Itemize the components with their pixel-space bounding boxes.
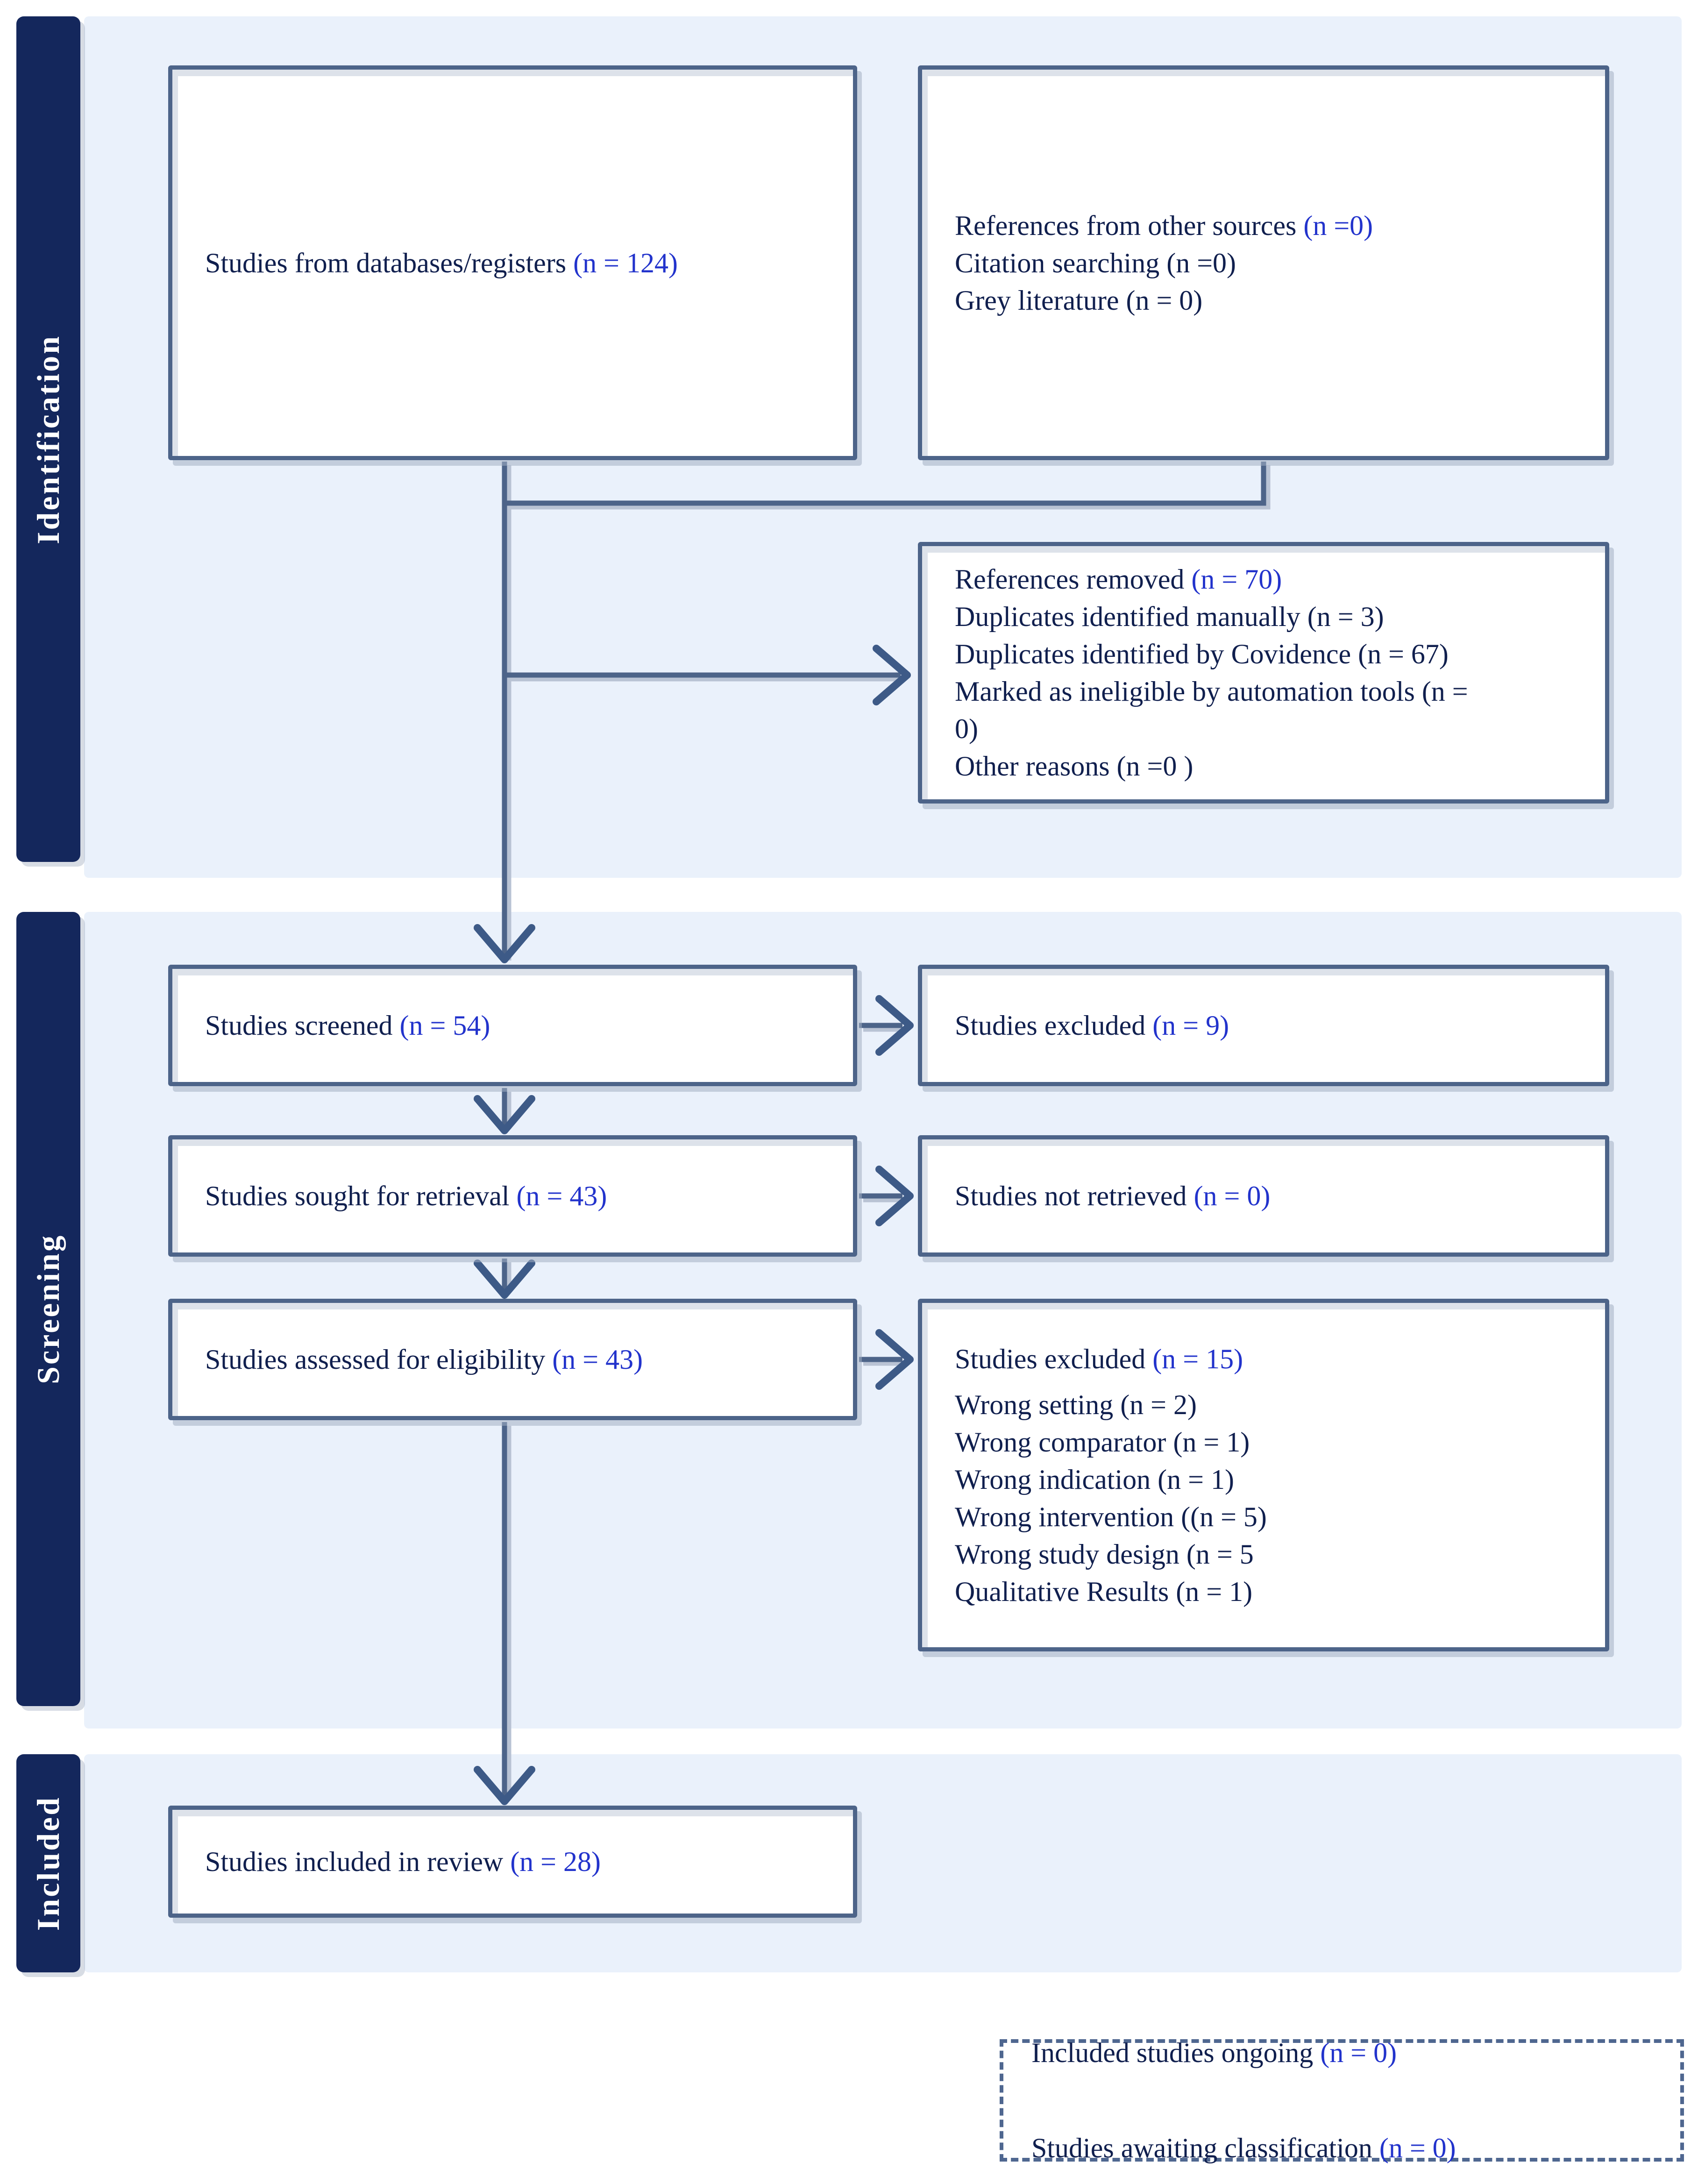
box-label: Studies sought for retrieval (205, 1181, 517, 1211)
flow-box-references-removed: References removed (n = 70) Duplicates i… (918, 542, 1609, 804)
flow-box-studies-assessed: Studies assessed for eligibility (n = 43… (168, 1299, 857, 1420)
box-count: (n = 124) (573, 247, 678, 278)
arrow-down-icon (474, 924, 535, 963)
box-sub-line: Duplicates identified by Covidence (n = … (955, 639, 1449, 669)
box-count: (n = 0) (1194, 1181, 1271, 1211)
box-sub-line: Citation searching (n =0) (955, 247, 1236, 278)
box-line: Studies sought for retrieval (n = 43) (205, 1177, 832, 1215)
box-count: (n = 28) (510, 1846, 601, 1877)
arrow-right-icon (875, 1166, 914, 1226)
box-sub-line: Duplicates identified manually (n = 3) (955, 601, 1384, 632)
box-label: Studies screened (205, 1010, 400, 1041)
box-sub-line: Other reasons (n =0 ) (955, 751, 1194, 782)
arrow-down-icon (474, 1259, 535, 1299)
box-sub-line: 0) (955, 713, 978, 744)
box-count: (n = 43) (552, 1344, 643, 1375)
arrow-down-icon (474, 1095, 535, 1134)
box-sub-line: Marked as ineligible by automation tools… (955, 676, 1468, 707)
box-sub-line: Wrong indication (n = 1) (955, 1464, 1234, 1495)
box-sub-line: Qualitative Results (n = 1) (955, 1576, 1253, 1607)
sidebar-stage-included: Included (16, 1754, 80, 1972)
box-sub-line: Grey literature (n = 0) (955, 285, 1203, 316)
box-count: (n = 0) (1320, 2037, 1397, 2068)
flow-box-studies-excluded-reasons: Studies excluded (n = 15) Wrong setting … (918, 1299, 1609, 1651)
box-label: Studies excluded (955, 1010, 1153, 1041)
arrow-down-icon (474, 1766, 535, 1805)
box-sub-line: Wrong study design (n = 5 (955, 1538, 1254, 1570)
box-count: (n =0) (1303, 210, 1373, 241)
flow-box-studies-excluded: Studies excluded (n = 9) (918, 965, 1609, 1086)
connector-other-sources-merge (504, 462, 1266, 506)
box-line: Studies excluded (n = 9) (955, 1007, 1584, 1044)
box-line: Studies from databases/registers (n = 12… (205, 244, 832, 282)
box-line: Studies awaiting classification (n = 0) (1031, 2128, 1659, 2168)
box-line: Studies included in review (n = 28) (205, 1843, 832, 1880)
sidebar-stage-screening: Screening (16, 912, 80, 1706)
box-line: Studies screened (n = 54) (205, 1007, 832, 1044)
box-label: Studies from databases/registers (205, 247, 574, 278)
connector-mains (502, 462, 1266, 1796)
sidebar-stage-identification: Identification (16, 16, 80, 862)
box-line: Studies assessed for eligibility (n = 43… (205, 1341, 832, 1378)
flow-box-studies-not-retrieved: Studies not retrieved (n = 0) (918, 1135, 1609, 1257)
box-count: (n = 43) (516, 1181, 607, 1211)
box-count: (n = 9) (1152, 1010, 1229, 1041)
box-count: (n = 0) (1379, 2133, 1456, 2163)
box-label: Studies not retrieved (955, 1181, 1194, 1211)
box-count: (n = 70) (1191, 564, 1282, 595)
box-line: Included studies ongoing (n = 0) (1031, 2033, 1659, 2072)
flow-box-references-other-sources: References from other sources (n =0) Cit… (918, 65, 1609, 460)
box-count: (n = 15) (1152, 1343, 1243, 1374)
box-sub-line: Wrong intervention ((n = 5) (955, 1501, 1267, 1532)
connector-arrowheads (474, 645, 914, 1805)
arrow-right-icon (875, 1329, 914, 1390)
flow-box-studies-included-review: Studies included in review (n = 28) (168, 1806, 857, 1918)
flow-box-studies-screened: Studies screened (n = 54) (168, 965, 857, 1086)
box-line: References removed (n = 70) (955, 561, 1584, 598)
box-label: Included studies ongoing (1031, 2037, 1321, 2068)
box-label: References removed (955, 564, 1192, 595)
flow-box-studies-from-databases: Studies from databases/registers (n = 12… (168, 65, 857, 460)
box-line: References from other sources (n =0) (955, 207, 1584, 244)
box-label: Studies excluded (955, 1343, 1153, 1374)
arrow-right-icon (875, 995, 914, 1056)
box-label: Studies assessed for eligibility (205, 1344, 553, 1375)
box-label: References from other sources (955, 210, 1304, 241)
flow-box-ongoing-awaiting: Included studies ongoing (n = 0) Studies… (1000, 2037, 1684, 2163)
flow-box-studies-sought: Studies sought for retrieval (n = 43) (168, 1135, 857, 1257)
box-count: (n = 54) (399, 1010, 490, 1041)
box-label: Studies included in review (205, 1846, 511, 1877)
box-line: Studies excluded (n = 15) (955, 1340, 1584, 1378)
box-label: Studies awaiting classification (1031, 2133, 1379, 2163)
box-sub-line: Wrong comparator (n = 1) (955, 1426, 1250, 1458)
box-sub-line: Wrong setting (n = 2) (955, 1389, 1197, 1420)
box-line: Studies not retrieved (n = 0) (955, 1177, 1584, 1215)
arrow-right-icon (873, 645, 911, 705)
